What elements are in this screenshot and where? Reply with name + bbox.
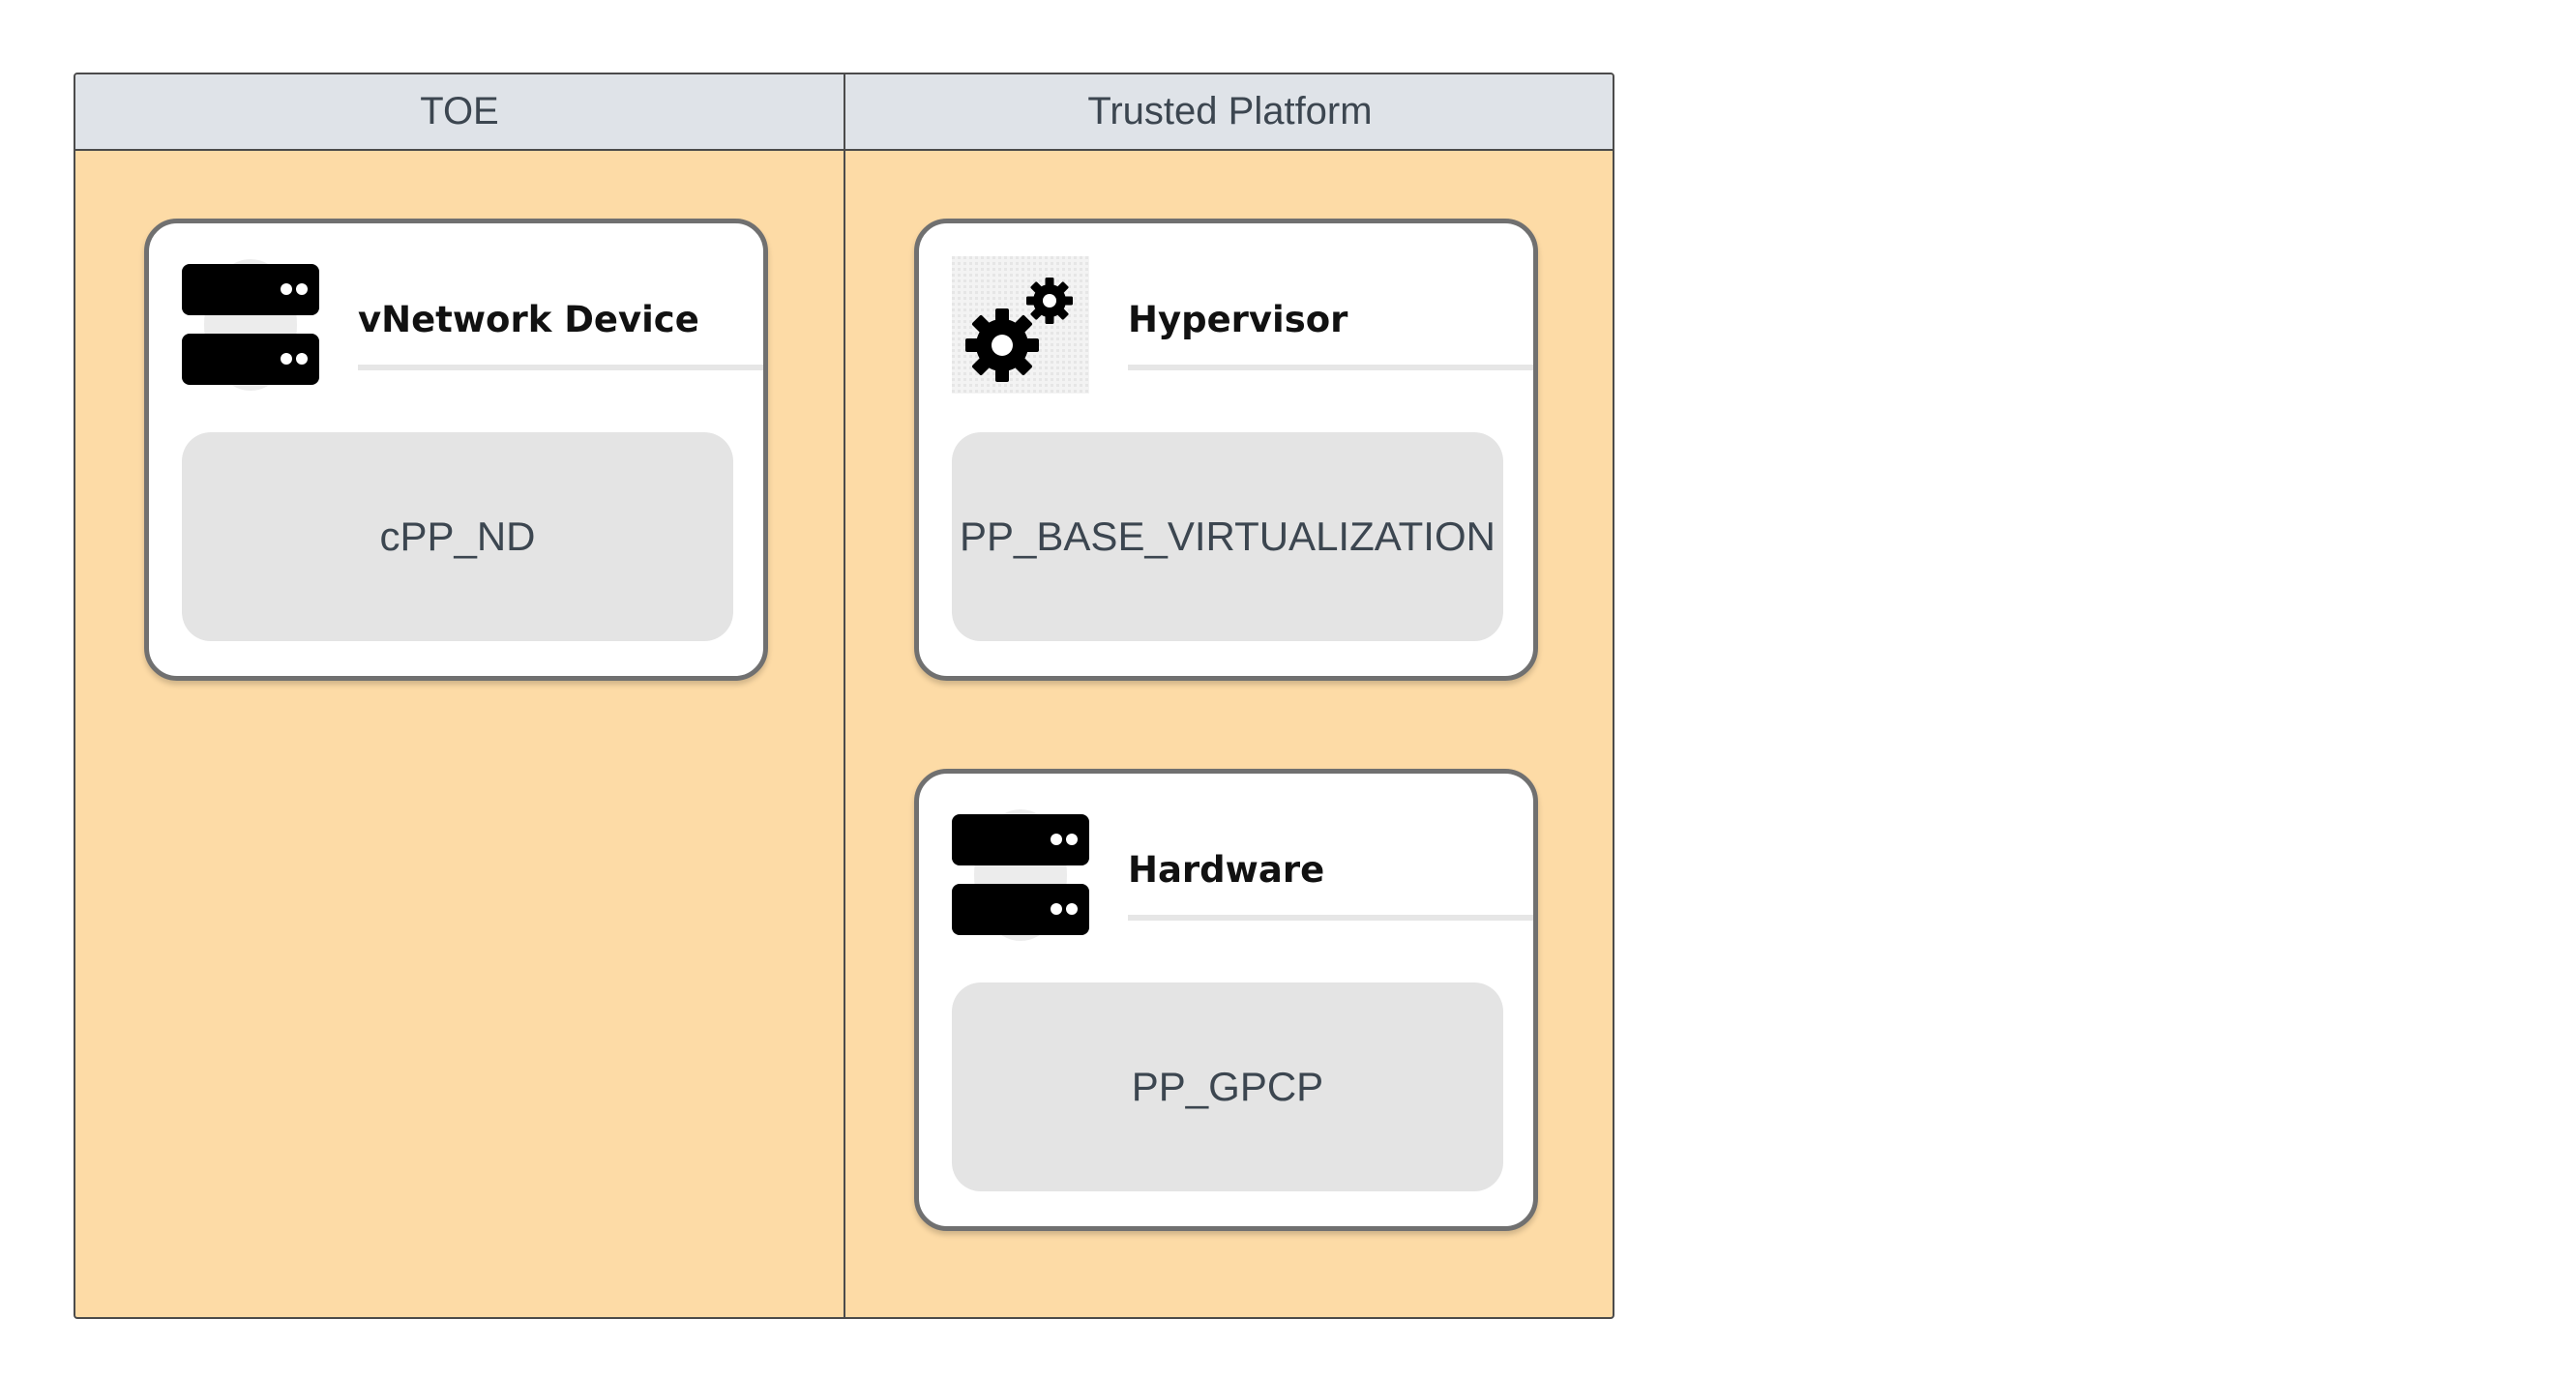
node-title: vNetwork Device xyxy=(358,299,699,340)
node-card-hardware[interactable]: Hardware PP_GPCP xyxy=(914,769,1538,1231)
lane-header-trusted-platform: Trusted Platform xyxy=(845,74,1613,151)
lane-toe: TOE vNetwork Device cPP_ND xyxy=(75,74,845,1317)
node-card-vnetwork-device[interactable]: vNetwork Device cPP_ND xyxy=(144,219,768,681)
node-title: Hypervisor xyxy=(1128,299,1348,340)
node-title: Hardware xyxy=(1128,849,1325,891)
server-icon xyxy=(182,256,319,394)
title-divider xyxy=(358,365,763,370)
title-divider xyxy=(1128,365,1533,370)
title-divider xyxy=(1128,915,1533,921)
node-body-label: PP_BASE_VIRTUALIZATION xyxy=(952,432,1503,641)
node-body-label: cPP_ND xyxy=(182,432,733,641)
lane-header-toe: TOE xyxy=(75,74,844,151)
lane-trusted-platform: Trusted Platform xyxy=(845,74,1613,1317)
server-icon xyxy=(952,806,1089,944)
node-body-label: PP_GPCP xyxy=(952,982,1503,1191)
swimlane-diagram: TOE vNetwork Device cPP_ND Trusted Platf… xyxy=(74,73,1614,1319)
node-card-hypervisor[interactable]: Hypervisor PP_BASE_VIRTUALIZATION xyxy=(914,219,1538,681)
gears-icon xyxy=(952,256,1089,394)
